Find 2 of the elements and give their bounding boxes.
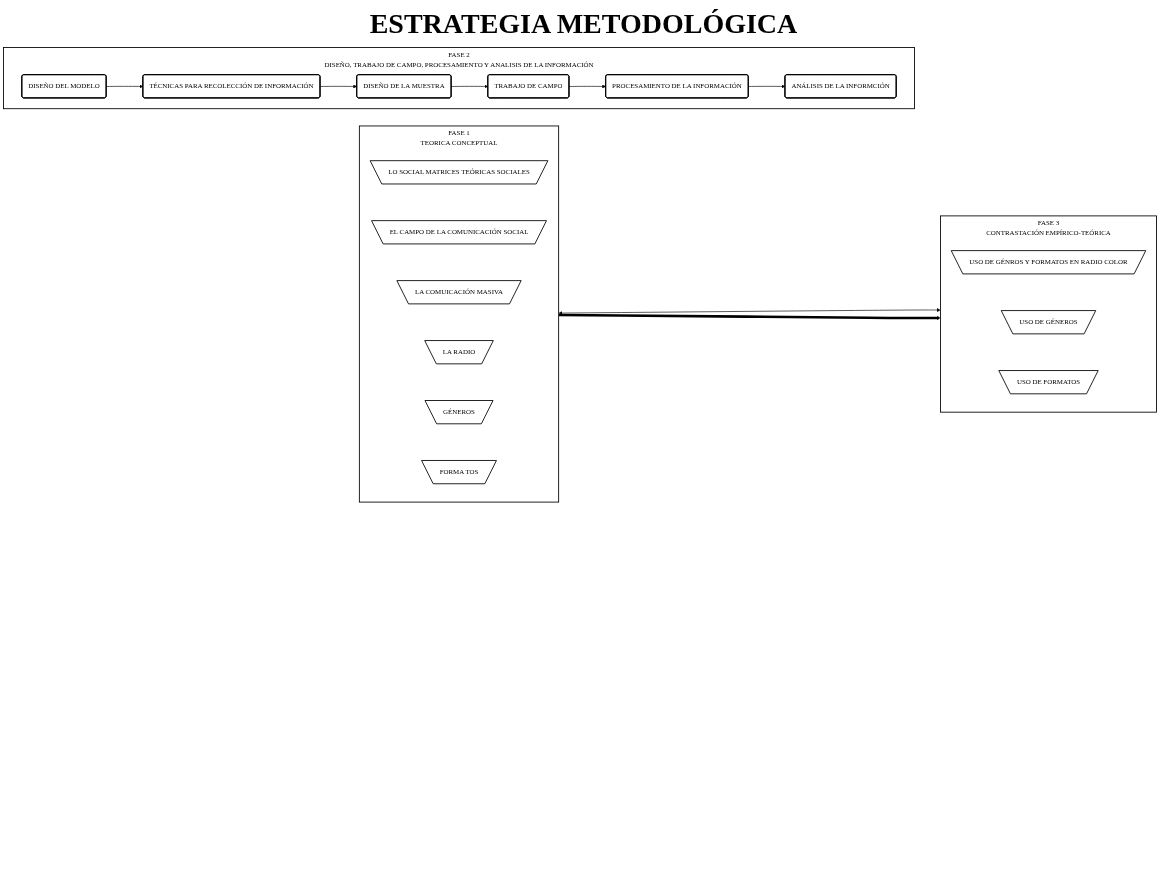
arrow (558, 313, 941, 320)
diagram-title: ESTRATEGIA METODOLÓGICA (368, 8, 799, 40)
